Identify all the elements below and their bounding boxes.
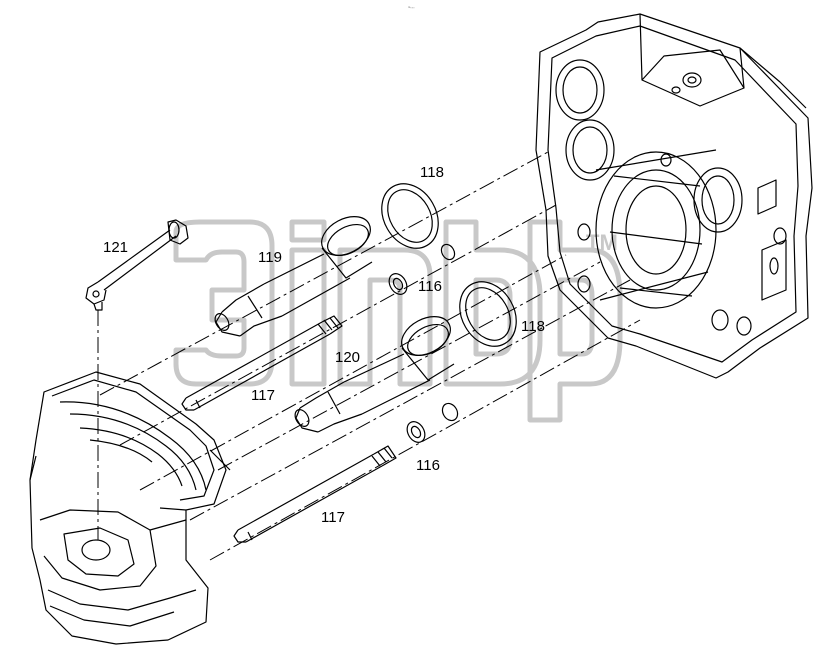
part-116-seal-lower <box>406 402 459 443</box>
assembly-axes <box>97 151 641 561</box>
watermark-logo <box>173 219 623 423</box>
part-117-shaft-upper <box>181 315 343 411</box>
callout-116-upper: 116 <box>418 278 442 295</box>
callout-118-upper: 118 <box>420 164 444 181</box>
part-117-shaft-lower <box>233 445 397 543</box>
part-118-oring-lower <box>459 281 517 347</box>
callout-120: 120 <box>335 349 360 366</box>
part-118-oring-upper <box>381 183 439 249</box>
callout-118-lower: 118 <box>521 318 545 335</box>
control-housing <box>29 371 231 645</box>
callout-116-lower: 116 <box>416 457 440 474</box>
header-mark: ᵐ◦◦◦ <box>408 5 415 10</box>
part-116-seal-upper <box>388 243 456 295</box>
part-119-spool <box>214 216 373 337</box>
callout-117-upper: 117 <box>251 387 275 404</box>
callout-117-lower: 117 <box>321 509 345 526</box>
part-120-spool <box>294 316 455 433</box>
part-121-pin <box>85 219 189 311</box>
valve-housing <box>535 13 813 379</box>
callout-labels: 121 119 118 116 118 120 117 116 117 <box>103 164 545 526</box>
callout-119: 119 <box>258 249 282 266</box>
callout-121: 121 <box>103 239 128 256</box>
